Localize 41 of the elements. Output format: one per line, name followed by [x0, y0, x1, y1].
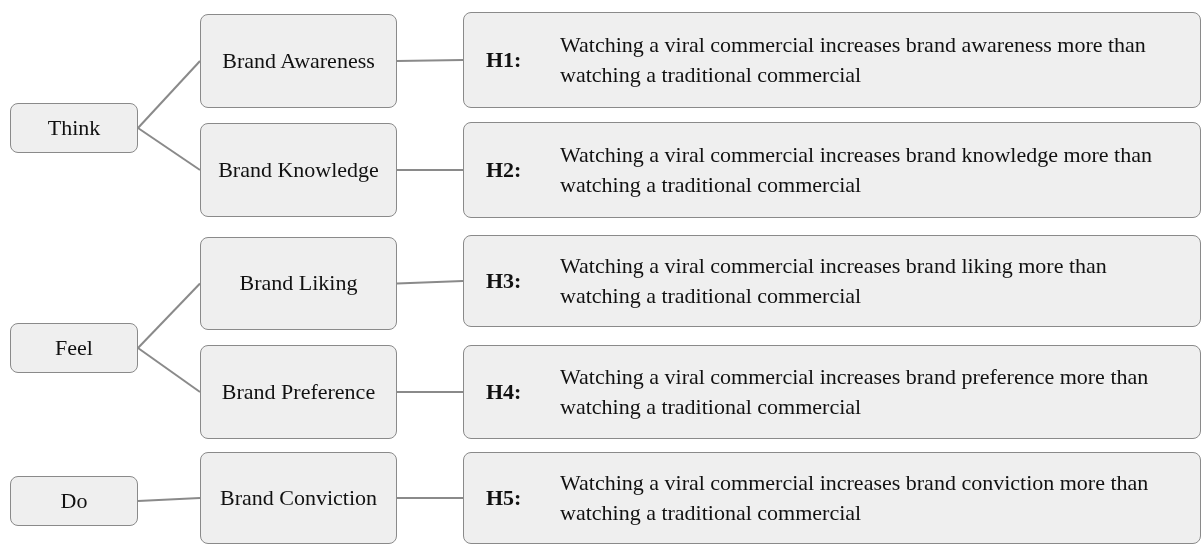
- category-box: [10, 103, 138, 153]
- hypothesis-box: [463, 235, 1201, 327]
- node-label: Think: [47, 113, 101, 142]
- node-label: Brand Awareness: [222, 46, 375, 75]
- hypothesis-id: H4:: [486, 379, 523, 405]
- construct-box: [200, 345, 397, 439]
- node-label: Brand Conviction: [219, 483, 377, 512]
- connector-line: [137, 347, 201, 393]
- connector-line: [137, 282, 201, 349]
- connector-line: [396, 59, 464, 62]
- construct-box: [200, 452, 397, 544]
- connector-line: [137, 127, 201, 171]
- hypothesis-box: [463, 122, 1201, 218]
- node-label: Brand Liking: [239, 269, 358, 298]
- connector-line: [137, 497, 201, 502]
- hypothesis-id: H2:: [486, 157, 523, 183]
- connector-line: [137, 60, 201, 129]
- category-box: [10, 476, 138, 526]
- hypothesis-id: H5:: [486, 485, 523, 511]
- hypothesis-text: Watching a viral commercial increases brand awareness more than watching a traditional commercial: [560, 31, 1147, 89]
- node-label: Feel: [55, 333, 93, 362]
- hypothesis-box: [463, 12, 1201, 108]
- connector-line: [396, 497, 464, 499]
- connector-line: [396, 280, 464, 285]
- hypothesis-box: [463, 452, 1201, 544]
- construct-box: [200, 237, 397, 330]
- node-label: Brand Preference: [221, 377, 376, 406]
- connector-line: [396, 169, 464, 171]
- node-label: Brand Knowledge: [218, 155, 379, 184]
- hypothesis-box: [463, 345, 1201, 439]
- hypothesis-id: H1:: [486, 47, 523, 73]
- construct-box: [200, 14, 397, 108]
- hypothesis-text: Watching a viral commercial increases brand liking more than watching a traditional commercial: [560, 252, 1108, 310]
- hypothesis-text: Watching a viral commercial increases brand preference more than watching a traditional commercial: [560, 363, 1150, 421]
- hypothesis-text: Watching a viral commercial increases brand conviction more than watching a traditional commercial: [560, 469, 1150, 527]
- connector-line: [396, 391, 464, 393]
- hypothesis-text: Watching a viral commercial increases brand knowledge more than watching a traditional commercial: [560, 141, 1153, 199]
- hypothesis-id: H3:: [486, 268, 523, 294]
- category-box: [10, 323, 138, 373]
- node-label: Do: [60, 486, 88, 515]
- construct-box: [200, 123, 397, 217]
